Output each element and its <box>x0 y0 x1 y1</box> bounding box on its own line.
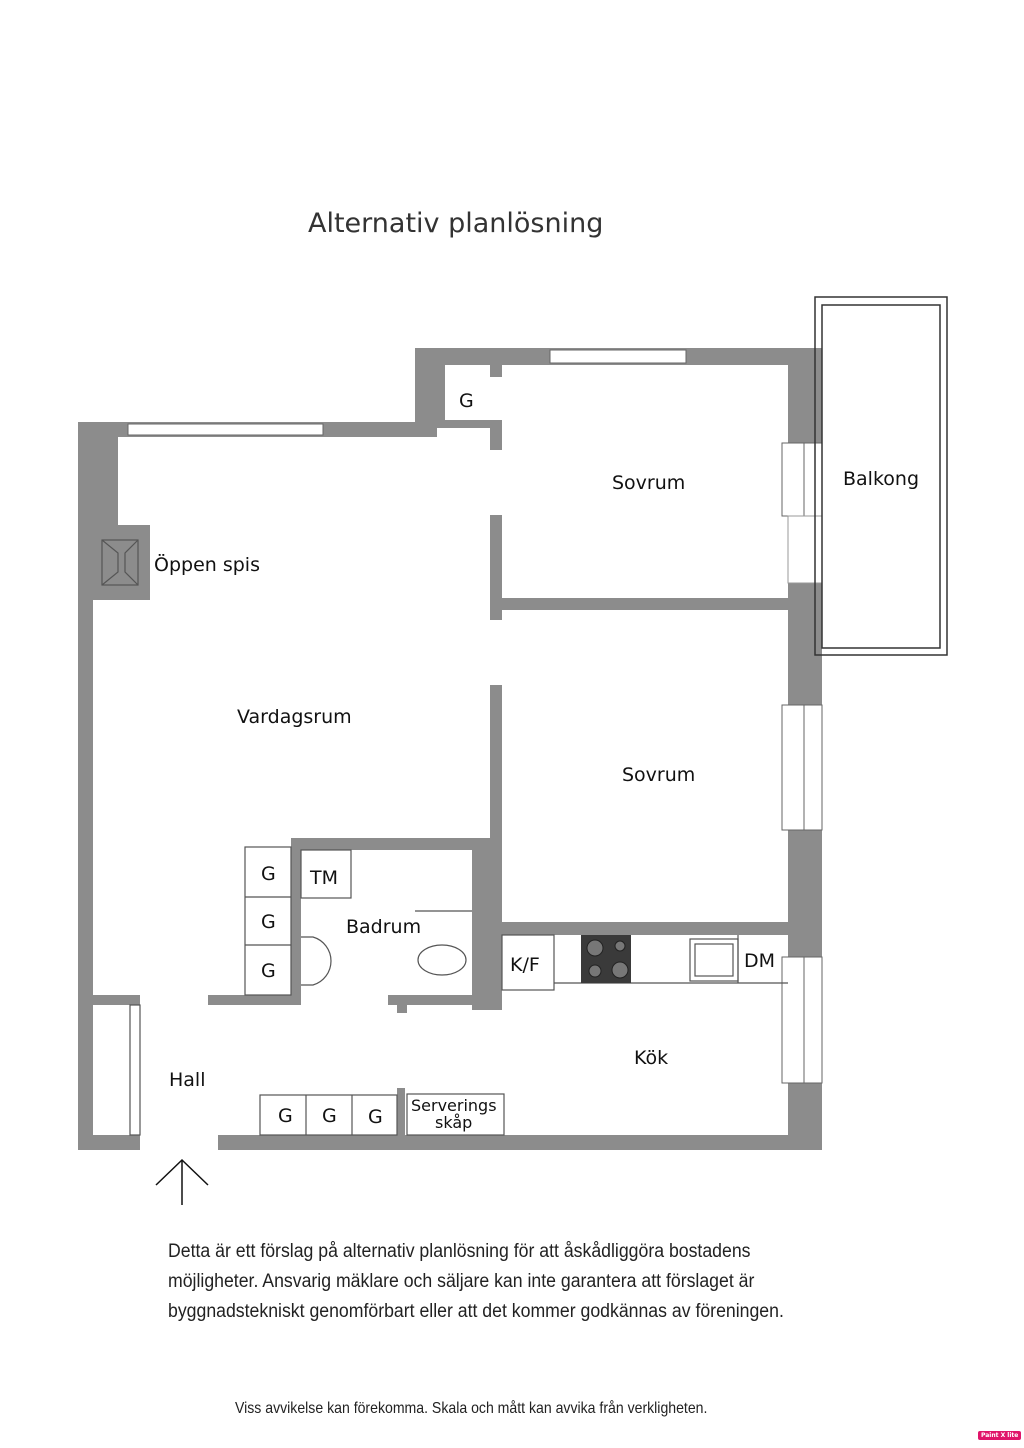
room-label-badrum: Badrum <box>346 916 422 938</box>
disclaimer: Detta är ett förslag på alternativ planl… <box>168 1237 784 1327</box>
entrance-arrow-icon <box>155 1158 209 1205</box>
serving-cabinet-label-2: skåp <box>435 1113 473 1132</box>
closet-label: G <box>261 863 276 885</box>
disclaimer-line: möjligheter. Ansvarig mäklare och säljar… <box>168 1271 755 1292</box>
washer-label: TM <box>310 867 338 889</box>
closet-label: G <box>261 960 276 982</box>
closet-label: G <box>261 911 276 933</box>
disclaimer-line: byggnadstekniskt genomförbart eller att … <box>168 1301 784 1322</box>
fridge-freezer-label: K/F <box>510 954 540 976</box>
watermark-badge: Paint X lite <box>978 1431 1022 1440</box>
walls <box>78 348 822 1150</box>
disclaimer-line: Detta är ett förslag på alternativ planl… <box>168 1241 751 1262</box>
room-label-kok: Kök <box>634 1047 669 1069</box>
page-title: Alternativ planlösning <box>308 208 604 239</box>
footer-note: Viss avvikelse kan förekomma. Skala och … <box>235 1400 708 1417</box>
dishwasher-label: DM <box>744 950 776 972</box>
fixtures <box>101 539 788 1136</box>
stove-icon <box>581 935 631 983</box>
balcony-outline <box>814 296 948 656</box>
closet-label: G <box>459 390 474 412</box>
room-label-balkong: Balkong <box>843 468 920 490</box>
closet-label: G <box>368 1106 383 1128</box>
room-label-vardagsrum: Vardagsrum <box>237 706 352 728</box>
closet-label: G <box>278 1105 293 1127</box>
room-label-sovrum-2: Sovrum <box>622 764 696 786</box>
room-label-hall: Hall <box>169 1069 206 1091</box>
room-label-sovrum: Sovrum <box>612 472 686 494</box>
windows <box>127 349 823 1084</box>
fireplace-label: Öppen spis <box>154 554 260 576</box>
serving-cabinet-label: Serverings <box>411 1096 497 1115</box>
closet-label: G <box>322 1105 337 1127</box>
